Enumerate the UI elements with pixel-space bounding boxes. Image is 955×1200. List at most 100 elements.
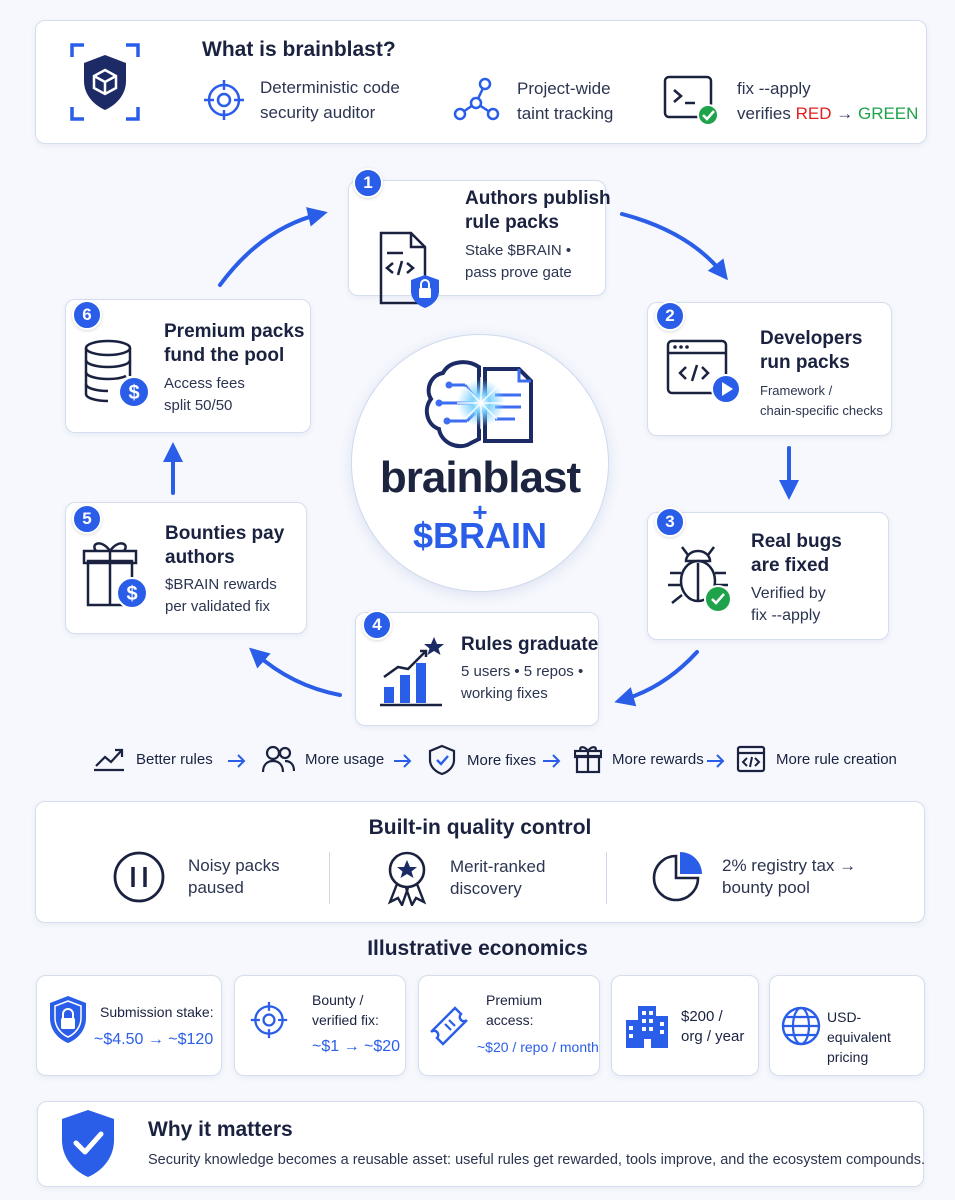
target-icon [202,78,246,122]
svg-text:$: $ [126,583,137,605]
intro-banner: What is brainblast? Deterministic code s… [35,20,927,144]
brand-token: $BRAIN [412,515,547,556]
econ-label-1: Submission stake: [100,1004,214,1020]
target-icon [249,1000,289,1040]
flow-label-2: More usage [305,750,385,768]
step-number-4: 4 [362,610,392,640]
econ-value-2: ~$1 → ~$20 [312,1038,401,1055]
econ-label-2: Bounty /verified fix: [312,992,379,1028]
code-window-icon [736,744,766,774]
coins-dollar-icon: $ [80,336,154,412]
flow-item-more-usage: More usage [261,744,384,774]
quality-divider-1 [329,852,330,904]
step-card-5: $ [65,502,307,634]
brain-circuit-icon [419,355,543,461]
econ-label-4: $200 /org / year [681,1008,745,1045]
flow-label-5: More rule creation [776,750,897,768]
flow-arrow-3 [543,754,561,768]
flow-label-4: More rewards [612,750,704,768]
step-number-1: 1 [353,168,383,198]
economics-card-stake: Submission stake: ~$4.50 → ~$120 [36,975,222,1076]
green-label: GREEN [857,104,919,123]
gift-icon [574,744,602,774]
terminal-check-icon [663,75,721,127]
brand-name: brainblast [379,453,581,502]
economics-card-org: $200 /org / year [611,975,759,1076]
step-card-6: $ [65,299,311,433]
ticket-icon [427,1002,473,1048]
step-desc-2: Framework /chain-specific checks [760,383,883,418]
flow-item-more-rule-creation: More rule creation [736,744,897,774]
shield-check-icon [427,744,457,776]
step-number-3: 3 [655,507,685,537]
globe-icon [780,1005,822,1047]
flow-label-1: Better rules [136,750,213,768]
feature-taint-text: Project-wide taint tracking [517,79,614,123]
step-desc-4: 5 users • 5 repos •working fixes [461,663,584,702]
shield-check-icon [58,1108,118,1180]
verifies-label: verifies [737,104,791,123]
users-icon [261,744,295,774]
fix-apply-command: fix --apply [737,79,811,98]
feature-taint: Project-wide taint tracking [451,75,637,127]
step-number-6: 6 [72,300,102,330]
why-title: Why it matters [148,1118,293,1141]
shield-cube-icon [68,41,142,123]
flow-arrow-4 [707,754,725,768]
trend-up-icon [92,744,126,774]
cycle-arrows [163,207,799,707]
step-number-5: 5 [72,504,102,534]
step-card-2 [647,302,892,436]
shield-lock-icon [47,994,89,1046]
intro-title: What is brainblast? [202,38,396,61]
flow-arrow-1 [228,754,246,768]
buildings-icon [624,1002,670,1050]
economics-card-bounty: Bounty /verified fix: ~$1 → ~$20 [234,975,406,1076]
quality-text-3: 2% registry tax →bounty pool [722,856,857,897]
step-card-1 [348,180,606,308]
feature-fix-apply-text: fix --apply verifies RED → GREEN [737,76,918,126]
brand-plus: + [472,497,488,527]
quality-divider-2 [606,852,607,904]
step-desc-1: Stake $BRAIN •pass prove gate [465,242,572,281]
feature-auditor-text: Deterministic code security auditor [260,78,400,122]
center-logo: brainblast + $BRAIN [351,334,609,592]
feature-fix-apply: fix --apply verifies RED → GREEN [663,75,918,127]
graph-nodes-icon [451,75,503,127]
red-label: RED [795,104,832,123]
quality-item-tax: 2% registry tax →bounty pool [652,850,856,904]
quality-title: Built-in quality control [368,816,592,839]
bar-chart-star-icon [376,633,450,709]
flow-label-3: More fixes [467,751,537,769]
svg-text:$: $ [128,382,139,404]
feature-auditor: Deterministic code security auditor [202,75,420,125]
econ-value-3: ~$20 / repo / month [477,1039,599,1055]
code-document-lock-icon [373,231,443,311]
bug-check-icon [664,541,738,619]
step-card-3 [647,512,889,640]
step-title-4: Rules graduate [461,634,599,655]
flow-item-more-fixes: More fixes [427,744,536,776]
econ-value-1: ~$4.50 → ~$120 [94,1031,214,1048]
award-star-icon [384,850,430,906]
gift-dollar-icon: $ [82,535,154,615]
flow-item-more-rewards: More rewards [574,744,704,774]
pie-chart-icon [652,850,704,904]
flow-item-better-rules: Better rules [92,744,213,774]
why-text: Security knowledge becomes a reusable as… [148,1152,925,1168]
code-window-play-icon [666,337,746,409]
